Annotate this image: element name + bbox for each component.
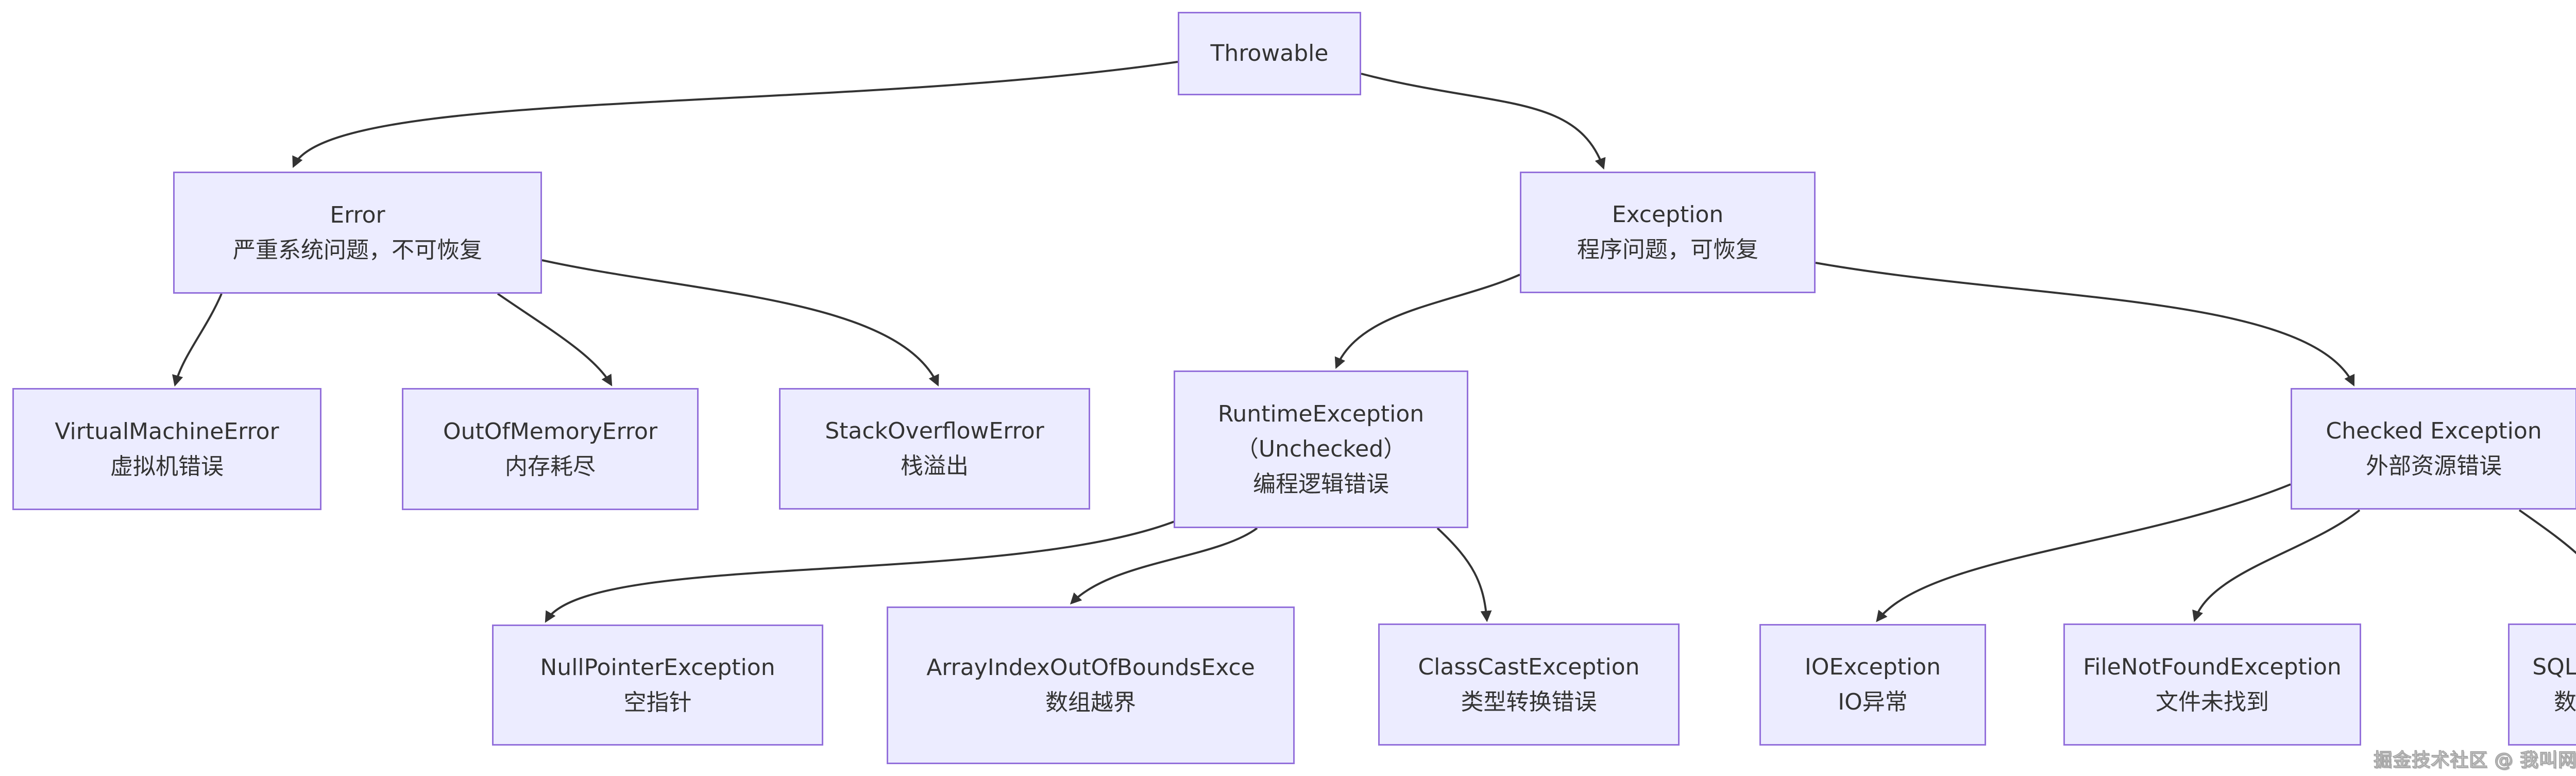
node-error: Error 严重系统问题，不可恢复 xyxy=(173,172,542,294)
node-subtitle: 程序问题，可恢复 xyxy=(1577,237,1758,263)
node-subtitle: 数据库异常 xyxy=(2554,688,2576,715)
node-subtitle: 编程逻辑错误 xyxy=(1253,471,1389,497)
watermark: 掘金技术社区 @ 我叫网盾安全有事就找我 xyxy=(2373,749,2576,771)
node-title: RuntimeException xyxy=(1217,401,1425,427)
node-filenotfoundexception: FileNotFoundException 文件未找到 xyxy=(2063,623,2361,746)
edge-runtime-to-classcastexception xyxy=(1436,527,1492,622)
edge-throwable-to-error xyxy=(292,61,1178,168)
node-title: NullPointerException xyxy=(540,654,775,681)
node-virtualmachineerror: VirtualMachineError 虚拟机错误 xyxy=(12,388,321,510)
node-stackoverflowerror: StackOverflowError 栈溢出 xyxy=(779,388,1090,510)
node-runtimeexception: RuntimeException （Unchecked） 编程逻辑错误 xyxy=(1174,370,1468,528)
node-title: OutOfMemoryError xyxy=(443,418,658,445)
edge-exception-to-runtimeexception xyxy=(1334,274,1520,369)
node-ioexception: IOException IO异常 xyxy=(1759,624,1986,746)
node-subtitle: 类型转换错误 xyxy=(1461,688,1597,715)
edge-checked-to-sqlexception xyxy=(2518,509,2576,554)
node-checkedexception: Checked Exception 外部资源错误 xyxy=(2291,388,2576,510)
node-subtitle: 严重系统问题，不可恢复 xyxy=(233,237,482,263)
node-subtitle: 文件未找到 xyxy=(2156,688,2269,715)
node-nullpointerexception: NullPointerException 空指针 xyxy=(492,625,823,746)
node-title: FileNotFoundException xyxy=(2083,653,2342,680)
node-title: VirtualMachineError xyxy=(55,418,279,445)
edge-throwable-to-exception xyxy=(1361,73,1606,170)
node-sqlexception: SQLException 数据库异常 xyxy=(2508,623,2576,746)
node-arrayindexoutofboundsexception: ArrayIndexOutOfBoundsExce 数组越界 xyxy=(887,606,1295,764)
node-classcastexception: ClassCastException 类型转换错误 xyxy=(1378,623,1680,746)
node-outofmemoryerror: OutOfMemoryError 内存耗尽 xyxy=(402,388,699,510)
node-title: ArrayIndexOutOfBoundsExce xyxy=(926,654,1255,681)
edge-runtime-to-arrayindexoutofbounds xyxy=(1070,527,1258,605)
node-subtitle: 数组越界 xyxy=(1045,689,1136,716)
edge-runtime-to-nullpointerexception xyxy=(545,519,1178,623)
node-title: ClassCastException xyxy=(1418,653,1640,680)
node-throwable: Throwable xyxy=(1178,12,1361,95)
node-subtitle: IO异常 xyxy=(1838,689,1908,715)
node-title: Checked Exception xyxy=(2326,418,2542,444)
node-subtitle: 空指针 xyxy=(623,689,692,716)
edge-error-to-outofmemoryerror xyxy=(497,293,613,386)
node-subtitle: 虚拟机错误 xyxy=(110,453,224,480)
node-title: SQLException xyxy=(2532,653,2576,680)
node-subtitle: 栈溢出 xyxy=(901,453,969,479)
node-title: Throwable xyxy=(1210,40,1329,66)
node-title: Error xyxy=(330,201,385,228)
edge-checked-to-filenotfoundexception xyxy=(2192,509,2361,622)
edge-exception-to-checkedexception xyxy=(1815,262,2355,386)
edge-error-to-virtualmachineerror xyxy=(172,293,223,387)
node-title: Exception xyxy=(1612,201,1724,228)
node-subtitle: 外部资源错误 xyxy=(2366,453,2502,479)
node-exception: Exception 程序问题，可恢复 xyxy=(1520,172,1816,293)
edge-checked-to-ioexception xyxy=(1876,483,2291,622)
node-title: IOException xyxy=(1804,654,1941,680)
node-subtitle: （Unchecked） xyxy=(1235,436,1406,462)
edge-error-to-stackoverflowerror xyxy=(541,259,939,386)
node-subtitle: 内存耗尽 xyxy=(505,453,596,480)
node-title: StackOverflowError xyxy=(825,418,1044,444)
